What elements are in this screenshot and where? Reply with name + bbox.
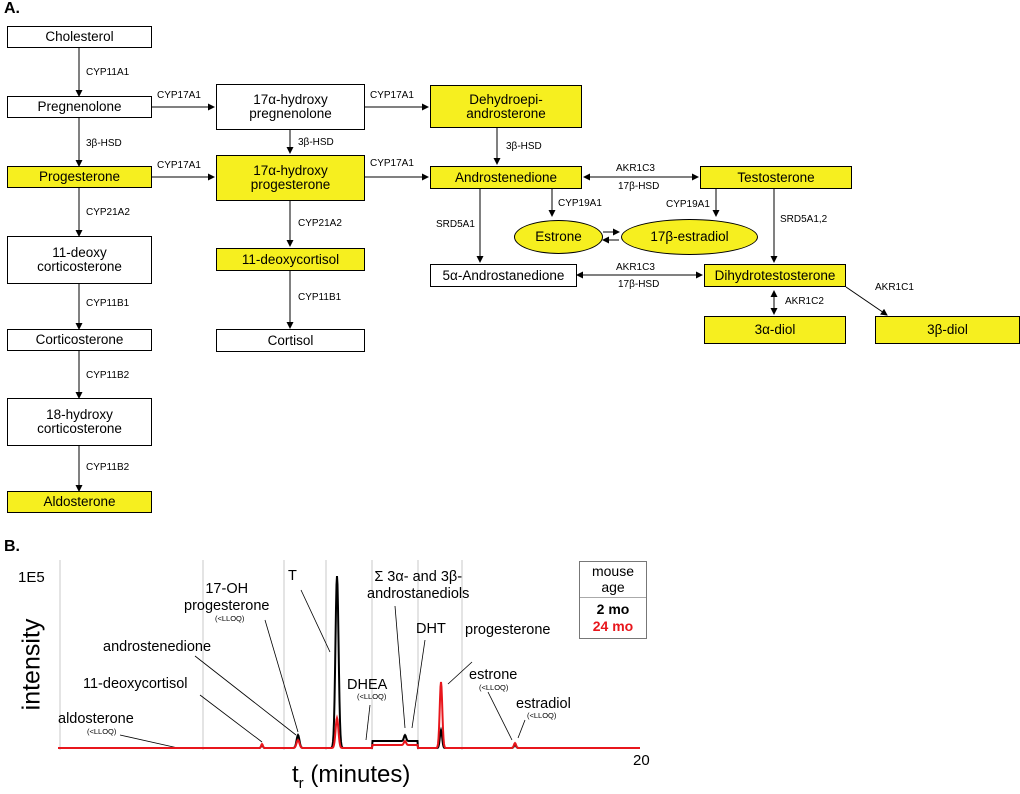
label-androstanediols: Σ 3α- and 3β- androstanediols [367, 569, 470, 602]
enzyme-srd5a1: SRD5A1 [436, 219, 475, 230]
node-3a-diol: 3α-diol [704, 316, 846, 344]
enzyme-cyp17a1-1: CYP17A1 [157, 90, 201, 101]
enzyme-cyp21a2-middle: CYP21A2 [298, 218, 342, 229]
enzyme-cyp21a2-left: CYP21A2 [86, 207, 130, 218]
callout-dht [411, 639, 426, 729]
label-17-oh-progesterone: 17-OH progesterone [184, 581, 270, 614]
callout-dhea [365, 704, 371, 741]
enzyme-cyp19a1-left: CYP19A1 [558, 198, 602, 209]
callout-progesterone [447, 661, 473, 685]
enzyme-cyp17a1-4: CYP17A1 [370, 158, 414, 169]
callout-ohprog [264, 619, 299, 733]
enzyme-cyp11b1-left: CYP11B1 [86, 298, 130, 309]
panel-b-label: B. [4, 538, 20, 555]
enzyme-akr1c3-lower: AKR1C3 [616, 262, 655, 273]
enzyme-cyp11b2-lower: CYP11B2 [86, 462, 130, 473]
node-androstenedione: Androstenedione [430, 166, 582, 189]
node-5a-androstanedione: 5α-Androstanedione [430, 264, 577, 287]
legend-title: mouse age [580, 562, 646, 598]
enzyme-cyp11b1-middle: CYP11B1 [298, 292, 342, 303]
node-progesterone: Progesterone [7, 166, 152, 188]
arrow-dht-3bdiol [845, 286, 888, 316]
lloq-aldosterone: (<LLOQ) [87, 727, 117, 736]
label-progesterone: progesterone [465, 622, 551, 638]
x-axis-label-rest: (minutes) [303, 761, 411, 788]
enzyme-cyp11a1: CYP11A1 [86, 67, 130, 78]
lloq-17-oh-progesterone: (<LLOQ) [215, 614, 245, 623]
label-aldosterone: aldosterone [58, 711, 134, 727]
callout-estrone [487, 691, 513, 741]
x-axis-label-sub: r [298, 774, 304, 792]
node-17b-estradiol: 17β-estradiol [621, 219, 758, 255]
trace-2mo [58, 575, 640, 749]
node-17a-hydroxyprogesterone: 17α-hydroxy progesterone [216, 155, 365, 201]
node-11-deoxycorticosterone: 11-deoxy corticosterone [7, 236, 152, 284]
legend-24mo: 24 mo [592, 618, 634, 634]
label-estradiol: estradiol [516, 696, 571, 712]
enzyme-cyp19a1-right: CYP19A1 [666, 199, 710, 210]
x-axis-label: tr (minutes) [292, 761, 410, 792]
callout-t [300, 589, 331, 653]
label-t: T [288, 568, 297, 584]
label-estrone: estrone [469, 667, 518, 683]
enzyme-3b-hsd-right: 3β-HSD [506, 141, 542, 152]
lloq-estrone: (<LLOQ) [479, 683, 509, 692]
label-dhea: DHEA [347, 677, 388, 693]
x-tick-20: 20 [633, 752, 650, 769]
lloq-dhea: (<LLOQ) [357, 692, 387, 701]
enzyme-cyp11b2-upper: CYP11B2 [86, 370, 130, 381]
node-cholesterol: Cholesterol [7, 26, 152, 48]
enzyme-17b-hsd-lower: 17β-HSD [618, 279, 660, 290]
enzyme-cyp17a1-3: CYP17A1 [370, 90, 414, 101]
node-pregnenolone: Pregnenolone [7, 96, 152, 118]
node-11-deoxycortisol: 11-deoxycortisol [216, 248, 365, 271]
callout-deoxycortisol [199, 694, 263, 743]
label-androstenedione: androstenedione [103, 639, 212, 655]
callout-estradiol [517, 719, 526, 739]
node-dihydrotestosterone: Dihydrotestosterone [704, 264, 846, 287]
enzyme-akr1c2: AKR1C2 [785, 296, 824, 307]
legend: mouse age 2 mo 24 mo [579, 561, 647, 639]
y-axis-label: intensity [17, 618, 46, 711]
label-11-deoxycortisol: 11-deoxycortisol [83, 676, 188, 692]
node-testosterone: Testosterone [700, 166, 852, 189]
node-dhea: Dehydroepi- androsterone [430, 85, 582, 128]
node-3b-diol: 3β-diol [875, 316, 1020, 344]
panel-a-label: A. [4, 0, 20, 17]
node-aldosterone: Aldosterone [7, 491, 152, 513]
enzyme-17b-hsd-upper: 17β-HSD [618, 181, 660, 192]
node-17a-hydroxypregnenolone: 17α-hydroxy pregnenolone [216, 84, 365, 130]
node-corticosterone: Corticosterone [7, 329, 152, 351]
x-axis-label-t: t [292, 761, 299, 788]
label-dht: DHT [416, 621, 446, 637]
enzyme-3b-hsd-left: 3β-HSD [86, 138, 122, 149]
enzyme-srd5a1-2: SRD5A1,2 [780, 214, 828, 225]
enzyme-3b-hsd-middle: 3β-HSD [298, 137, 334, 148]
enzyme-akr1c3-upper: AKR1C3 [616, 163, 655, 174]
enzyme-cyp17a1-2: CYP17A1 [157, 160, 201, 171]
node-estrone: Estrone [514, 220, 603, 254]
callout-diols [394, 605, 406, 729]
lloq-estradiol: (<LLOQ) [527, 711, 557, 720]
callout-androstenedione [194, 655, 297, 736]
trace-24mo [58, 681, 640, 749]
node-cortisol: Cortisol [216, 329, 365, 352]
y-tick-1e5: 1E5 [18, 569, 45, 586]
legend-2mo: 2 mo [596, 601, 630, 617]
callout-aldosterone [119, 734, 179, 749]
enzyme-akr1c1: AKR1C1 [875, 282, 914, 293]
node-18-hydroxycorticosterone: 18-hydroxy corticosterone [7, 398, 152, 446]
